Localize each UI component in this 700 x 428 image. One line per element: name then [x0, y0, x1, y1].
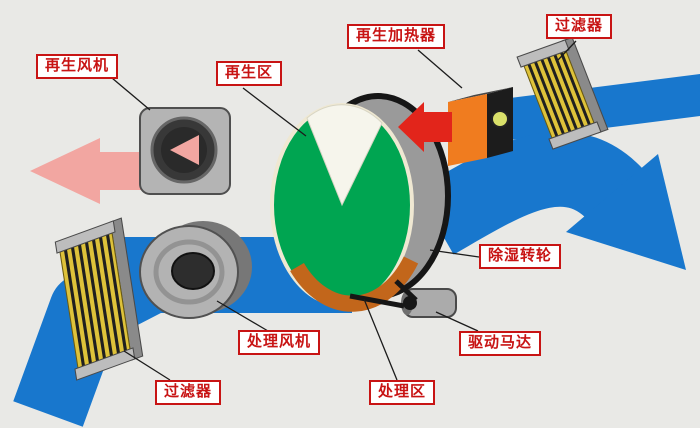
label-filter-bottom: 过滤器 — [155, 380, 222, 405]
label-regen-heater: 再生加热器 — [347, 24, 446, 49]
exit-air-arrow — [416, 131, 686, 270]
regen-heater — [448, 87, 513, 166]
regen-fan — [139, 107, 231, 195]
wheel-heated-band — [290, 256, 419, 312]
process-fan — [139, 221, 252, 319]
label-regen-fan: 再生风机 — [36, 54, 119, 79]
process-filter — [54, 217, 144, 381]
label-process-fan: 处理风机 — [238, 330, 321, 355]
label-process-zone: 处理区 — [369, 380, 436, 405]
filter-pleats — [527, 52, 591, 137]
desiccant-wheel — [270, 93, 457, 318]
hot-air-arrow — [398, 102, 452, 152]
filter-pleats — [64, 234, 127, 367]
label-filter-top: 过滤器 — [546, 14, 613, 39]
label-wheel: 除湿转轮 — [479, 244, 562, 269]
regen-filter — [516, 36, 609, 150]
label-regen-zone: 再生区 — [216, 61, 283, 86]
leader-lines — [111, 40, 577, 381]
motor-pulley — [403, 296, 417, 310]
heater-indicator — [491, 110, 509, 128]
regen-sector — [306, 104, 383, 207]
regen-fan-flow-icon — [170, 135, 199, 165]
label-drive-motor: 驱动马达 — [459, 331, 542, 356]
